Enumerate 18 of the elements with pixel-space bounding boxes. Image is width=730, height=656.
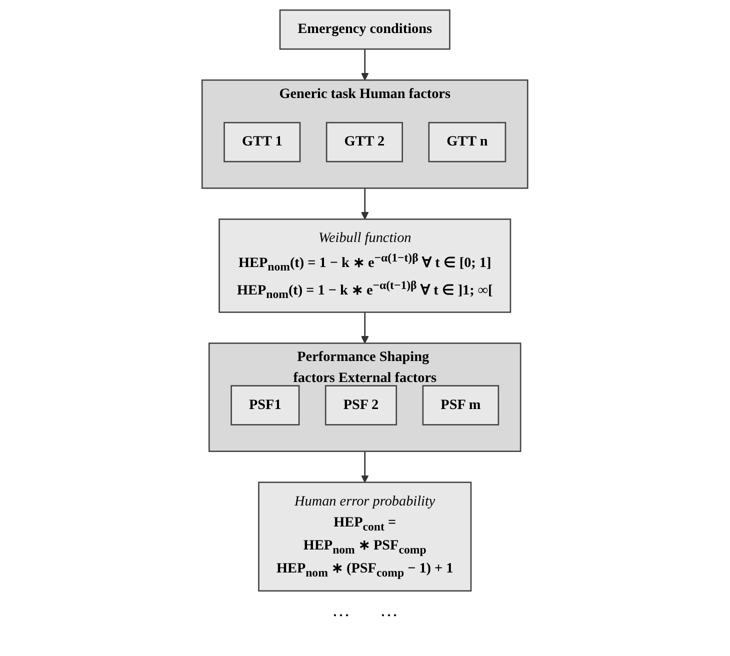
node-label: HEP$_{nom}$(t) = 1 − k ∗ e$^{−α(t−1)β}$ ∀ t ∈ ]1; ∞[ xyxy=(237,278,493,300)
process-box: GTT 2 xyxy=(326,121,404,162)
node-label: Weibull function xyxy=(318,230,412,246)
process-box: Human error probability HEP$_{cont}$ = HEP$_{nom}$ ∗ PSF$_{comp}$ HEP$_{nom}$ ∗ (PSF$_{comp}$ − 1) + 1 xyxy=(258,481,472,592)
process-box: GTT 1 xyxy=(224,121,301,162)
node-label: HEP$_{nom}$ ∗ PSF$_{comp}$ xyxy=(304,538,426,556)
process-box: GTT n xyxy=(428,121,506,162)
process-box: Weibull function HEP$_{nom}$(t) = 1 − k ∗ e$^{−α(1−t)β}$ ∀ t ∈ [0; 1] HEP$_{nom}$(t) = 1 − k ∗ e$^{−α(t−1)β}$ ∀ t ∈ ]1; ∞[ xyxy=(218,218,512,312)
node-label: Human error probability xyxy=(294,493,436,508)
process-box: PSF 2 xyxy=(325,384,398,425)
node-label: HEP$_{nom}$(t) = 1 − k ∗ e$^{−α(1−t)β}$ ∀ t ∈ [0; 1] xyxy=(238,250,492,274)
process-box: PSF1 xyxy=(230,384,300,425)
node-label: HEP$_{cont}$ = xyxy=(334,514,396,533)
ellipsis-text: … xyxy=(380,600,398,621)
node-label: HEP$_{nom}$ ∗ (PSF$_{comp}$ − 1) + 1 xyxy=(276,561,454,579)
process-box: PSF m xyxy=(422,384,500,425)
process-box: Emergency conditions xyxy=(279,8,451,50)
ellipsis-text: … xyxy=(332,600,350,621)
